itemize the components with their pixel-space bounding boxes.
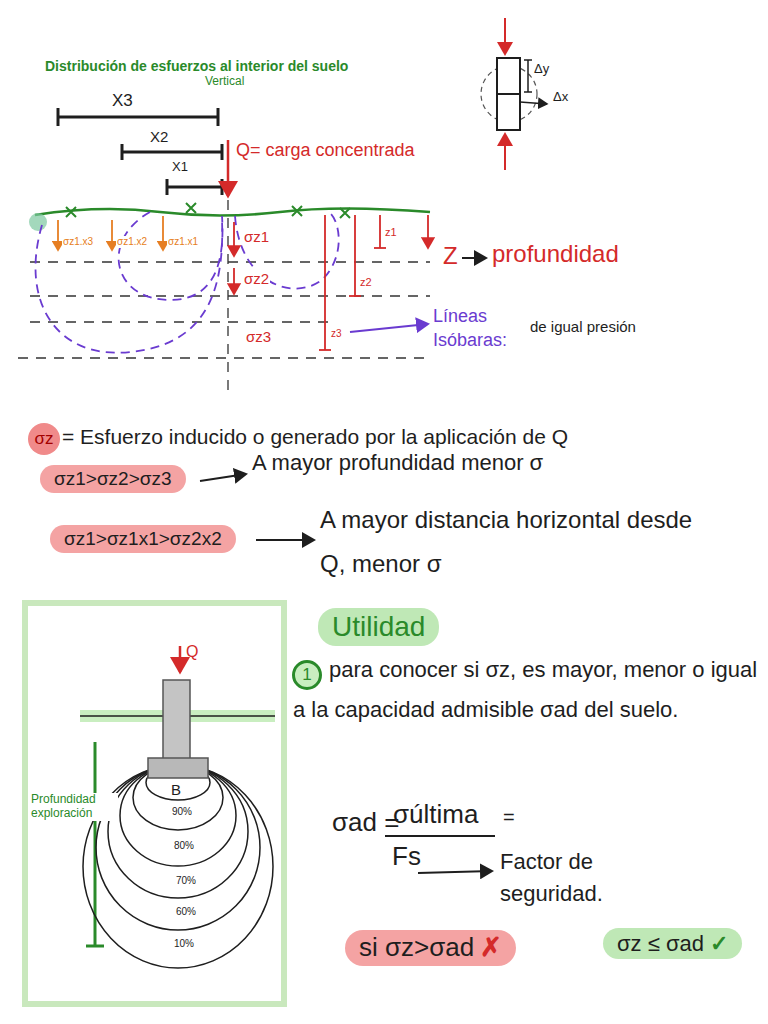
fraction-bar — [385, 835, 495, 837]
note: A mayor profundidad menor σ — [252, 450, 543, 475]
dimension-label: X1 — [172, 160, 188, 175]
percent-label: 80% — [174, 840, 194, 852]
node-text: σz — [35, 429, 54, 449]
dimension-label: Δx — [553, 90, 568, 105]
load-arrow — [227, 140, 230, 196]
check-mark: ✗ — [480, 933, 502, 963]
ground-line — [35, 209, 430, 216]
percent-label: 70% — [176, 875, 196, 887]
condition-pill: σz ≤ σad✓ — [603, 928, 742, 959]
node-text: Utilidad — [332, 611, 425, 643]
pointer-arrow — [200, 474, 246, 481]
depth-label: z3 — [330, 328, 343, 340]
formula: Fs — [392, 842, 421, 872]
condition-pill: si σz>σad✗ — [345, 930, 516, 966]
note: Factor de seguridad. — [500, 846, 700, 910]
stress-arrows — [58, 216, 163, 250]
stress-label: σz1.x3 — [62, 236, 94, 248]
axis-label: profundidad — [492, 240, 619, 268]
percent-label: 90% — [172, 806, 192, 818]
definition: = Esfuerzo inducido o generado por la ap… — [62, 425, 568, 449]
ground-dot — [29, 213, 47, 231]
percent-label: 10% — [174, 938, 194, 950]
dimension-brackets — [58, 108, 222, 195]
formula: = — [503, 806, 515, 829]
depth-stress-arrows — [234, 215, 428, 350]
depth-arrow — [462, 257, 486, 259]
note: Vertical — [205, 75, 244, 89]
node-text: σz1>σz1x1>σz2x2 — [64, 528, 222, 550]
isobar-label: Líneas — [433, 306, 487, 327]
stress-label: σz3 — [245, 328, 272, 345]
page-title: Distribución de esfuerzos al interior de… — [45, 58, 348, 74]
ground-marks — [66, 203, 350, 218]
figure-frame: Q B 90% 80% 70% 60% 10% Profundidad exploración — [22, 600, 287, 1007]
soil-element — [481, 18, 547, 170]
node-text: σz1>σz2>σz3 — [54, 468, 172, 490]
number-circle: 1 — [292, 660, 322, 690]
node-text: 1 — [302, 665, 311, 685]
formula: σúltima — [393, 800, 478, 830]
footing-label: B — [171, 781, 181, 798]
note: para conocer si σz, es mayor, menor o ig… — [293, 650, 758, 730]
dimension-label: X2 — [150, 128, 168, 145]
isobar-pointer — [350, 324, 428, 332]
stress-label: σz1 — [243, 228, 270, 245]
stress-label: σz1.x1 — [167, 236, 199, 248]
percent-label: 60% — [176, 906, 196, 918]
highlight-pill: σz1>σz2>σz3 — [40, 465, 186, 493]
heading-pill: Utilidad — [318, 608, 439, 646]
isobar-curves — [36, 212, 339, 353]
load-label: Q= carga concentrada — [236, 140, 415, 161]
axis-label: Z — [443, 242, 458, 270]
dimension-label: X3 — [112, 91, 133, 111]
pointer-arrow — [256, 539, 314, 541]
stress-label: σz1.x2 — [116, 236, 148, 248]
depth-label: z2 — [359, 276, 373, 289]
depth-label: z1 — [384, 226, 398, 239]
highlight-pill: σz1>σz1x1>σz2x2 — [50, 525, 236, 553]
load-label: Q — [186, 643, 198, 661]
stress-label: σz2 — [243, 270, 270, 287]
isobar-label: Isóbaras: — [433, 330, 507, 351]
node-text: si σz>σad — [359, 933, 474, 963]
note: A mayor distancia horizontal desde Q, me… — [320, 498, 700, 586]
depth-label: Profundidad exploración — [30, 793, 118, 821]
formula: σad = — [332, 808, 399, 838]
depth-lines — [18, 200, 430, 398]
pointer-arrow — [418, 871, 492, 873]
highlight-circle: σz — [28, 423, 60, 455]
note: de igual presión — [530, 318, 636, 335]
dimension-label: Δy — [534, 62, 549, 77]
node-text: σz ≤ σad — [617, 931, 704, 956]
check-mark: ✓ — [710, 931, 728, 956]
